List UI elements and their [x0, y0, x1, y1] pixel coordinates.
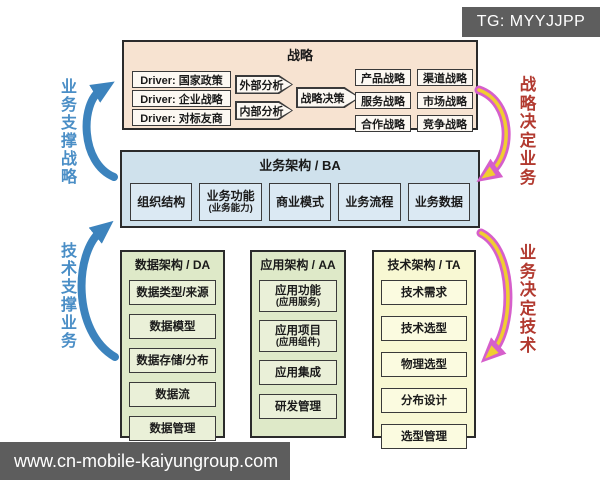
technology-architecture-title: 技术架构 / TA	[387, 258, 461, 272]
business-architecture-box: 业务架构 / BA 组织结构 业务功能(业务能力) 商业模式 业务流程 业务数据	[120, 150, 480, 228]
data-architecture-column: 数据架构 / DA 数据类型/来源 数据模型 数据存储/分布 数据流 数据管理	[120, 250, 225, 441]
application-item-sublabel: (应用组件)	[275, 336, 321, 348]
technology-architecture-column: 技术架构 / TA 技术需求 技术选型 物理选型 分布设计 选型管理	[372, 250, 476, 449]
arrow-business-supports-strategy	[82, 81, 118, 181]
business-item: 业务流程	[338, 183, 401, 221]
technology-item: 技术选型	[381, 316, 467, 341]
strategy-result-item: 服务战略	[355, 92, 411, 109]
data-architecture-title: 数据架构 / DA	[134, 258, 211, 272]
strategy-result-item: 产品战略	[355, 69, 411, 86]
strategy-result-item: 渠道战略	[417, 69, 473, 86]
application-item: 应用功能 (应用服务)	[259, 280, 337, 312]
arrow-business-determines-technology-core	[479, 231, 510, 363]
driver-item: Driver: 对标友商	[132, 109, 231, 126]
application-architecture-column: 应用架构 / AA 应用功能 (应用服务) 应用项目 (应用组件) 应用集成 研…	[250, 250, 346, 438]
url-watermark-bar: www.cn-mobile-kaiyungroup.com	[0, 442, 290, 480]
business-architecture-title: 业务架构 / BA	[259, 158, 341, 173]
business-item: 商业模式	[268, 183, 332, 221]
decision-label: 战略决策	[297, 88, 359, 107]
label-business-supports-strategy: 业务支撑战略	[60, 79, 77, 186]
analysis-label: 外部分析	[236, 76, 292, 93]
business-item-label: 组织结构	[137, 194, 186, 209]
label-strategy-determines-business: 战略决定业务	[519, 76, 537, 187]
strategy-title: 战略	[286, 48, 313, 63]
driver-item: Driver: 企业战略	[132, 90, 231, 107]
arrow-strategy-determines-business-core	[476, 88, 508, 183]
arrow-technology-supports-business	[77, 220, 119, 361]
business-item-label: 商业模式	[276, 194, 325, 209]
label-technology-supports-business: 技术支撑业务	[60, 243, 77, 350]
data-item: 数据类型/来源	[129, 280, 216, 305]
data-item: 数据模型	[129, 314, 216, 339]
application-item: 应用项目 (应用组件)	[259, 320, 337, 352]
business-item-label: 业务功能	[206, 189, 255, 203]
arrow-business-determines-technology-outline	[476, 228, 513, 358]
business-item: 组织结构	[130, 183, 193, 221]
technology-item: 分布设计	[381, 388, 467, 413]
business-item-sublabel: (业务能力)	[208, 203, 253, 214]
application-item: 研发管理	[259, 394, 337, 419]
business-item: 业务功能(业务能力)	[199, 183, 262, 221]
data-item: 数据管理	[129, 416, 216, 441]
data-item: 数据流	[129, 382, 216, 407]
application-item-label: 应用项目	[275, 324, 321, 337]
arrow-strategy-determines-business-outline	[474, 85, 511, 179]
strategy-result-item: 竞争战略	[417, 115, 473, 132]
tg-watermark-badge: TG: MYYJJPP	[462, 7, 600, 37]
application-architecture-title: 应用架构 / AA	[260, 258, 336, 272]
technology-item: 选型管理	[381, 424, 467, 449]
business-item: 业务数据	[407, 183, 471, 221]
label-business-determines-technology: 业务决定技术	[519, 244, 537, 355]
business-item-label: 业务数据	[414, 194, 463, 209]
driver-item: Driver: 国家政策	[132, 71, 231, 88]
data-item: 数据存储/分布	[129, 348, 216, 373]
analysis-pentagon: 外部分析	[235, 75, 293, 94]
application-item-label: 应用功能	[275, 284, 321, 297]
application-item: 应用集成	[259, 360, 337, 385]
technology-item: 物理选型	[381, 352, 467, 377]
business-item-label: 业务流程	[345, 194, 394, 209]
strategy-result-item: 市场战略	[417, 92, 473, 109]
business-items-row: 组织结构 业务功能(业务能力) 商业模式 业务流程 业务数据	[130, 183, 471, 221]
strategy-box: 战略 Driver: 国家政策 Driver: 企业战略 Driver: 对标友…	[122, 40, 478, 132]
strategy-result-item: 合作战略	[355, 115, 411, 132]
application-item-sublabel: (应用服务)	[275, 296, 321, 308]
technology-item: 技术需求	[381, 280, 467, 305]
analysis-pentagon: 内部分析	[235, 101, 293, 120]
decision-pentagon: 战略决策	[296, 87, 360, 108]
analysis-label: 内部分析	[236, 102, 292, 119]
